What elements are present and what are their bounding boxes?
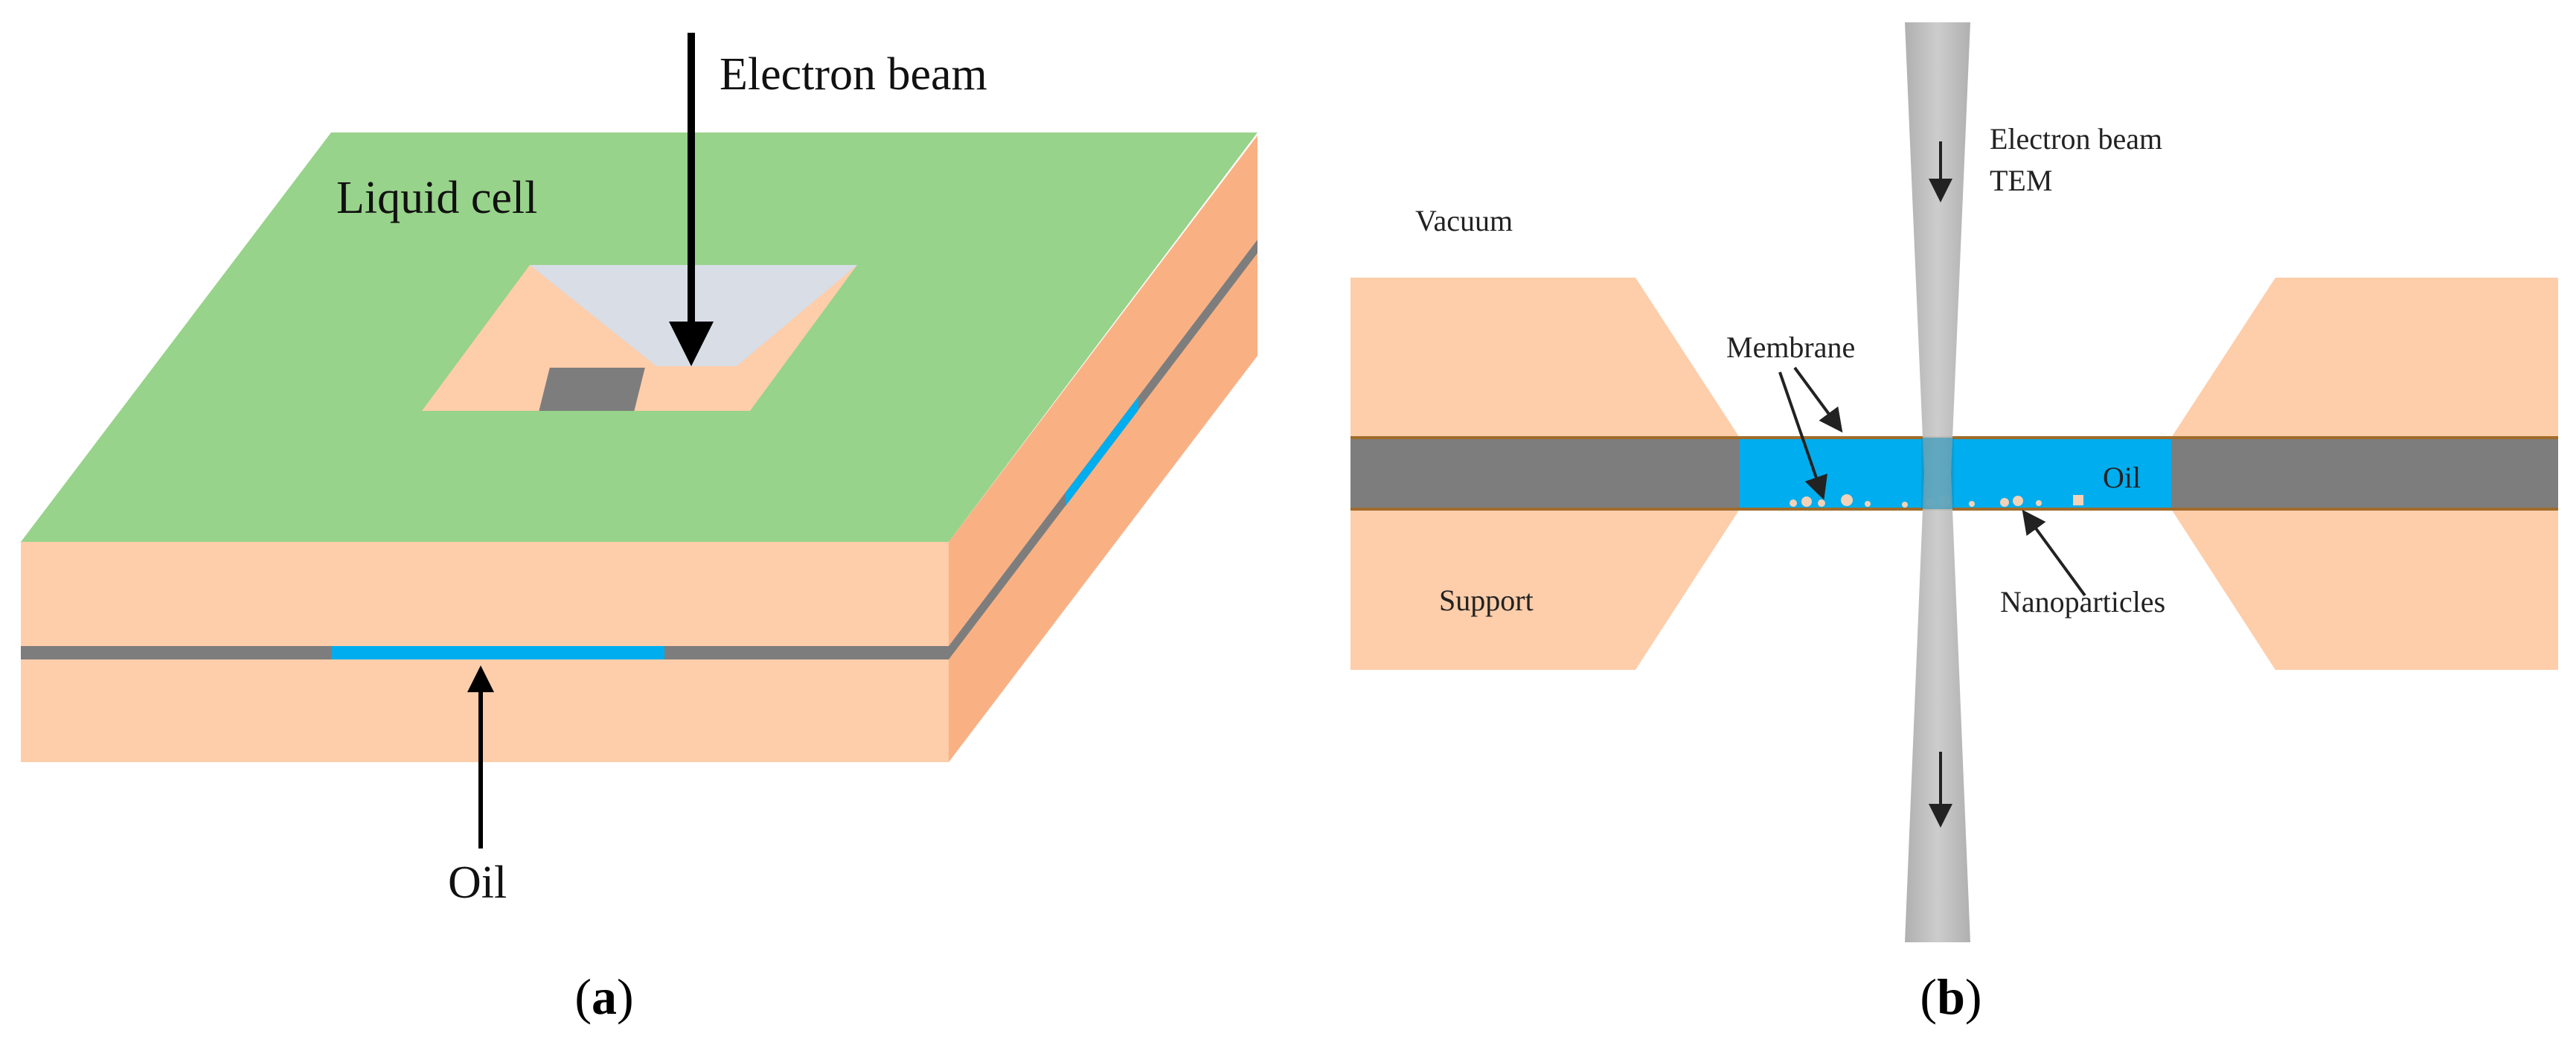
membrane-arrow-2 [1778,371,1827,500]
nanoparticle [1801,496,1812,507]
nanoparticle [1841,494,1853,506]
liquid-cell-label: Liquid cell [336,173,537,223]
membrane-arrow-1 [1793,366,1843,433]
beam-oil-overlap [1921,438,1954,509]
oil-channel-side [1066,397,1138,506]
caption-a: (a) [574,968,633,1025]
window-membrane-dark [539,368,645,411]
panel-b: Electron beam TEM Vacuum Membrane Oil Su… [1351,22,2558,1025]
oil-label-b: Oil [2103,461,2141,494]
tem-label: TEM [1990,164,2052,197]
nanoparticle [1790,499,1797,507]
oil-channel-front [331,646,664,659]
nanoparticle [2073,495,2083,505]
nanoparticle [2036,500,2042,506]
nanoparticle [1969,501,1975,507]
nanoparticle [1902,502,1908,508]
electron-beam-label-a: Electron beam [720,49,987,100]
nanoparticle [1865,501,1871,507]
nanoparticle [2013,496,2023,506]
panel-a: Electron beam Liquid cell Oil (a) [21,33,1257,1025]
caption-b: (b) [1920,968,1981,1025]
nanoparticle [2000,498,2009,507]
nanoparticles-arrow [2022,509,2086,597]
nanoparticles-label: Nanoparticles [2000,585,2165,619]
support-label: Support [1439,584,1534,617]
vacuum-label: Vacuum [1415,204,1513,237]
nanoparticle [1818,499,1825,507]
block-front-upper [21,542,949,646]
electron-beam-label-b: Electron beam [1990,122,2162,156]
oil-label-a: Oil [448,857,507,908]
block-front-lower [21,659,949,762]
membrane-label: Membrane [1726,330,1855,364]
